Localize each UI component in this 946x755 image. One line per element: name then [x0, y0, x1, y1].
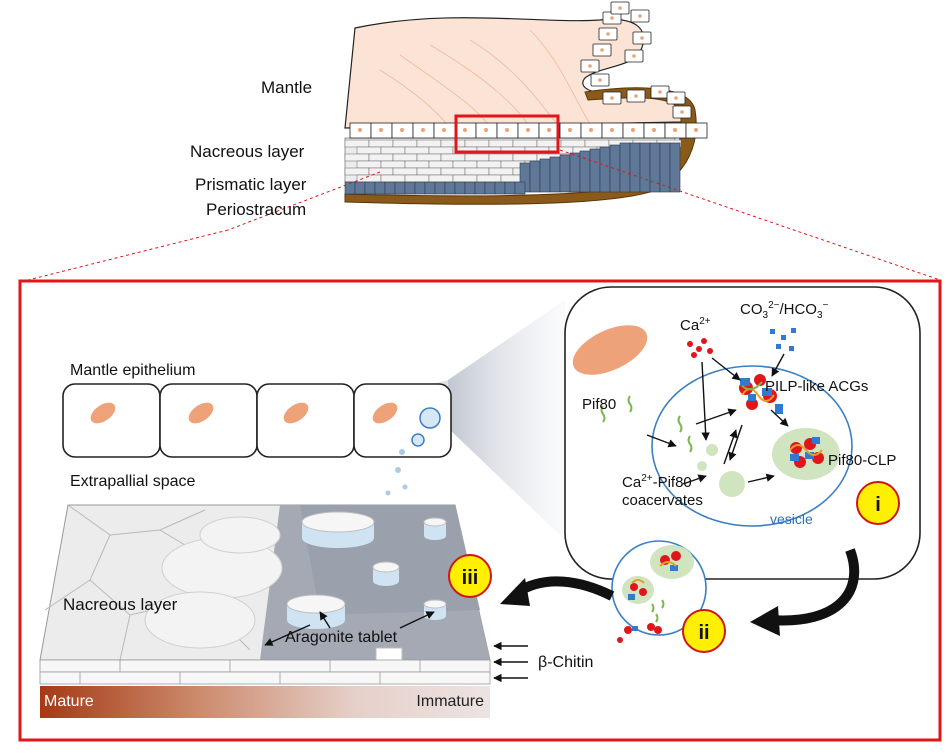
secretory-vesicle [419, 407, 441, 429]
pilp-cluster [739, 374, 783, 414]
vesicle-transport [611, 540, 707, 643]
label-ca2: Ca2+ [680, 316, 711, 334]
label-immature: Immature [416, 693, 484, 710]
nacre-3d-block [39, 504, 528, 685]
label-pilp-acgs: PILP-like ACGs [765, 378, 869, 395]
aragonite-tablets [286, 511, 447, 663]
vesicle-panel [564, 286, 921, 580]
mantle-epithelium-cells [62, 383, 452, 496]
badge-i: i [856, 481, 900, 525]
mantle-epithelial-cells [349, 1, 708, 139]
label-periostracum: Periostracum [206, 200, 307, 219]
label-prismatic-layer: Prismatic layer [195, 175, 307, 194]
label-mantle: Mantle [261, 78, 313, 97]
clp-cluster [789, 437, 824, 468]
badge-ii: ii [682, 609, 726, 653]
label-pif80-clp: Pif80-CLP [828, 452, 897, 469]
label-carbonate: CO32−/HCO3− [740, 300, 829, 321]
badge-iii: iii [448, 554, 492, 598]
arrow-i-to-ii [769, 548, 860, 626]
label-vesicle: vesicle [770, 511, 813, 527]
label-mantle-epithelium: Mantle epithelium [70, 362, 196, 379]
prismatic-columns [344, 142, 681, 195]
arrow-ii-to-iii [515, 576, 615, 601]
detail-frame [18, 279, 942, 742]
zoom-box [454, 114, 560, 154]
label-pif80: Pif80 [582, 396, 617, 413]
label-nacreous-layer: Nacreous layer [190, 142, 305, 161]
maturity-gradient-bar: Mature Immature [40, 686, 490, 718]
label-extrapallial-space: Extrapallial space [70, 473, 196, 490]
shell-cross-section [19, 1, 941, 283]
label-mature: Mature [44, 693, 94, 710]
label-beta-chitin: β-Chitin [538, 654, 594, 671]
label-nacreous-layer-detail: Nacreous layer [63, 595, 178, 614]
vesicle-membrane [651, 365, 853, 527]
label-aragonite-tablet: Aragonite tablet [285, 629, 398, 646]
